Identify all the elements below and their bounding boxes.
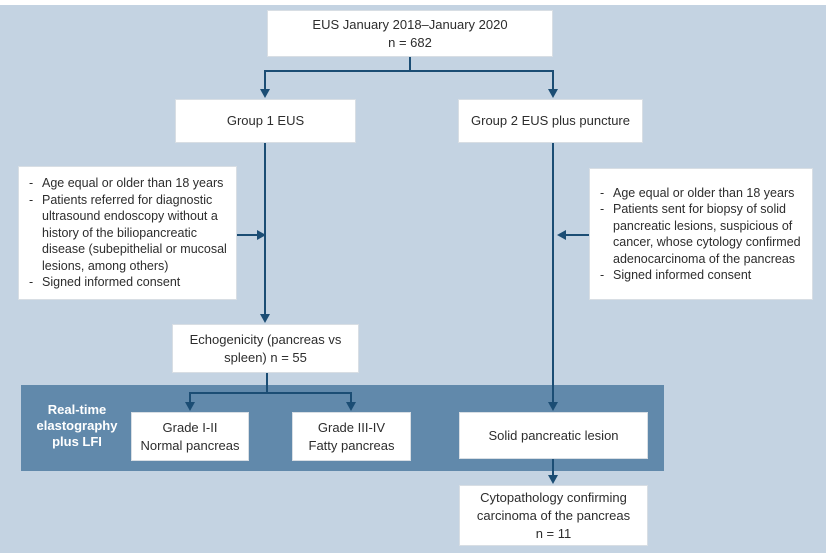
box-line: Echogenicity (pancreas vs [189,331,342,347]
connector-solid-to-cytopathology [552,459,554,476]
criteria-item: - Age equal or older than 18 years [598,185,807,202]
group1-box: Group 1 EUS [175,99,356,143]
arrowhead-down-icon [260,314,270,323]
group2-box: Group 2 EUS plus puncture [458,99,643,143]
box-line: Fatty pancreas [308,437,395,453]
criteria-text: Patients referred for diagnostic ultraso… [42,192,227,273]
bullet-marker: - [600,185,605,200]
connector-group2-to-solid-lesion [552,143,554,402]
criteria-text: Signed informed consent [42,275,181,290]
criteria-item: - Patients sent for biopsy of solid panc… [598,201,807,267]
criteria-text: Signed informed consent [613,268,752,282]
arrowhead-down-icon [185,402,195,411]
box-line: Cytopathology confirming [480,489,627,505]
connector-branch-horizontal [264,70,554,72]
criteria-text: Age equal or older than 18 years [613,185,795,200]
criteria-item: - Signed informed consent [27,274,231,291]
band-label-line: plus LFI [52,434,102,449]
box-line: Group 1 EUS [226,113,305,128]
connector-grade-branch-horizontal [189,392,352,394]
band-label-line: Real-time [47,402,107,417]
criteria-item: - Patients referred for diagnostic ultra… [27,192,231,275]
bullet-marker: - [600,202,605,216]
eus-total-box: EUS January 2018–January 2020 n = 682 [267,10,553,57]
elastography-band-label: Real-time elastography plus LFI [21,402,133,450]
echogenicity-box: Echogenicity (pancreas vs spleen) n = 55 [172,324,359,373]
arrowhead-down-icon [548,475,558,484]
connector-to-group2 [552,70,554,90]
arrowhead-left-icon [557,230,566,240]
right-criteria-box: - Age equal or older than 18 years - Pat… [589,168,813,300]
bullet-marker: - [29,176,34,191]
criteria-text: Age equal or older than 18 years [42,176,224,191]
connector-top-vertical [409,57,411,72]
box-line: Grade III-IV [317,419,386,435]
criteria-item: - Signed informed consent [598,267,807,284]
left-criteria-box: - Age equal or older than 18 years - Pat… [18,166,237,300]
box-line: Normal pancreas [140,437,240,453]
box-line: carcinoma of the pancreas [476,507,631,523]
box-line: Grade I-II [162,419,218,435]
bullet-marker: - [29,192,34,207]
arrowhead-down-icon [548,89,558,98]
bullet-marker: - [29,275,34,290]
box-line: spleen) n = 55 [224,349,307,365]
cytopathology-box: Cytopathology confirming carcinoma of th… [459,485,648,546]
grade-3-4-box: Grade III-IV Fatty pancreas [292,412,411,461]
box-line: Group 2 EUS plus puncture [471,113,630,128]
connector-group1-to-echogenicity [264,143,266,314]
box-line: EUS January 2018–January 2020 [312,16,508,32]
arrowhead-down-icon [260,89,270,98]
connector-right-criteria [566,234,589,236]
arrowhead-right-icon [257,230,266,240]
box-line: n = 11 [535,525,572,541]
connector-left-criteria [237,234,259,236]
grade-1-2-box: Grade I-II Normal pancreas [131,412,249,461]
connector-echogenicity-vertical [266,373,268,394]
band-label-line: elastography [36,418,118,433]
connector-to-grade-1-2 [189,392,191,403]
criteria-item: - Age equal or older than 18 years [27,175,231,192]
solid-lesion-box: Solid pancreatic lesion [459,412,648,459]
box-line: n = 682 [388,34,432,50]
criteria-text: Patients sent for biopsy of solid pancre… [613,202,801,266]
connector-to-group1 [264,70,266,90]
arrowhead-down-icon [548,402,558,411]
connector-to-grade-3-4 [350,392,352,403]
box-line: Solid pancreatic lesion [488,427,619,443]
arrowhead-down-icon [346,402,356,411]
bullet-marker: - [600,268,605,282]
